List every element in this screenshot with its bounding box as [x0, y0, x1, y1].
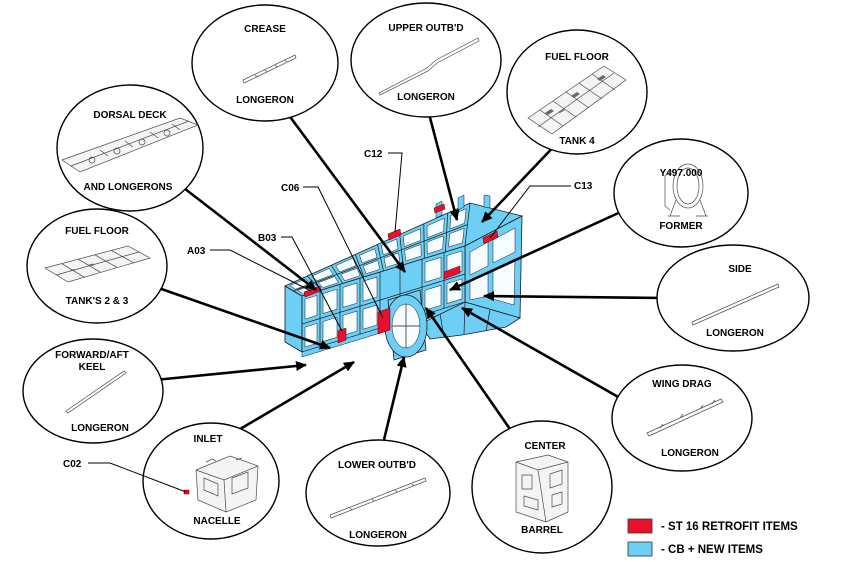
callout-side: SIDE LONGERON — [656, 244, 810, 352]
keel-title-line-2: KEEL — [79, 362, 106, 373]
location-label-c13: C13 — [574, 181, 593, 192]
fuselage-front-openings — [304, 250, 463, 348]
fuselage-raised-frame-3 — [483, 194, 491, 209]
upper-outbd-title: UPPER OUTB'D — [388, 23, 463, 34]
keel-title: FORWARD/AFT — [55, 350, 129, 361]
crease-subtitle: LONGERON — [236, 95, 294, 106]
former-title: Y497.000 — [660, 168, 703, 179]
leader-c06 — [303, 186, 384, 319]
fuselage-left-end — [284, 285, 303, 353]
location-label-a03: A03 — [187, 246, 206, 257]
center-title: CENTER — [524, 441, 566, 452]
lower-outbd-title: LOWER OUTB'D — [338, 460, 416, 471]
retrofit-item-b03 — [337, 327, 347, 344]
arrow-wing-drag — [461, 306, 621, 400]
arrow-inlet — [234, 360, 355, 434]
legend-swatch-new-items — [627, 541, 653, 557]
center-barrel-sketch — [515, 454, 569, 523]
upper-outbd-subtitle: LONGERON — [397, 92, 455, 103]
fuel-floor-tank-4-title: FUEL FLOOR — [545, 52, 609, 63]
leader-a03 — [210, 249, 312, 292]
arrow-former — [449, 208, 626, 292]
upper-outbd-longeron-sketch — [378, 37, 480, 96]
legend-label-retrofit: - ST 16 RETROFIT ITEMS — [661, 521, 798, 533]
center-subtitle: BARREL — [521, 525, 563, 536]
arrow-dorsal-deck — [179, 183, 317, 292]
dorsal-deck-subtitle: AND LONGERONS — [84, 182, 173, 193]
fuel-floor-tanks-2-3-sketch — [44, 245, 151, 283]
callout-fuel-floor-tanks-2-3: FUEL FLOOR TANK'S 2 & 3 — [26, 208, 168, 324]
callout-wing-drag: WING DRAG LONGERON — [611, 364, 753, 472]
inlet-subtitle: NACELLE — [193, 516, 241, 527]
former-subtitle: FORMER — [659, 221, 703, 232]
side-subtitle: LONGERON — [706, 328, 764, 339]
retrofit-item-c12 — [387, 228, 402, 241]
location-label-b03: B03 — [258, 233, 277, 244]
retrofit-item-top — [433, 203, 446, 214]
wing-drag-subtitle: LONGERON — [661, 448, 719, 459]
inlet-nacelle-sketch — [195, 455, 259, 513]
location-callouts: C12 C13 C06 B03 A03 C02 — [63, 149, 593, 493]
side-title: SIDE — [728, 264, 752, 275]
arrow-keel — [154, 361, 307, 382]
callout-inlet: INLET NACELLE — [142, 422, 280, 540]
former-sketch — [664, 163, 708, 217]
dorsal-deck-title: DORSAL DECK — [93, 110, 167, 121]
arrow-center — [424, 307, 514, 433]
legend-label-new-items: - CB + NEW ITEMS — [661, 544, 763, 556]
location-label-c06: C06 — [281, 183, 300, 194]
leader-c02 — [88, 462, 187, 493]
center-barrel — [384, 289, 428, 361]
fuselage-right-end-openings — [469, 227, 516, 306]
location-label-c12: C12 — [364, 149, 383, 160]
retrofit-item-c02 — [183, 489, 190, 495]
arrow-lower-outbd — [380, 356, 407, 449]
arrow-crease — [283, 109, 407, 273]
callout-keel: FORWARD/AFT KEEL LONGERON — [22, 338, 164, 444]
location-label-c02: C02 — [63, 459, 82, 470]
arrow-fuel-floor-tank-4 — [481, 139, 561, 223]
callout-upper-outbd: UPPER OUTB'D LONGERON — [350, 2, 502, 118]
crease-title: CREASE — [244, 24, 286, 35]
fuel-floor-tank-4-subtitle: TANK 4 — [559, 136, 595, 147]
keel-subtitle: LONGERON — [71, 423, 129, 434]
fuel-floor-tanks-2-3-title: FUEL FLOOR — [65, 226, 129, 237]
keel-longeron-sketch — [65, 370, 127, 414]
inlet-title: INLET — [194, 434, 223, 445]
leader-c13 — [489, 185, 571, 239]
callout-dorsal-deck: DORSAL DECK AND LONGERONS — [56, 84, 204, 212]
callout-fuel-floor-tank-4: FUEL FLOOR TANK 4 — [506, 29, 648, 155]
leader-b03 — [281, 236, 343, 332]
retrofit-item-center — [443, 265, 461, 280]
callout-former: Y497.000 FORMER — [613, 138, 749, 248]
crease-longeron-sketch — [242, 54, 297, 84]
arrow-upper-outbd — [426, 109, 460, 221]
callout-lower-outbd: LOWER OUTB'D LONGERON — [305, 439, 451, 547]
arrow-side — [483, 291, 666, 302]
legend-swatch-retrofit — [627, 518, 653, 534]
lower-outbd-subtitle: LONGERON — [349, 530, 407, 541]
legend: - ST 16 RETROFIT ITEMS - CB + NEW ITEMS — [627, 518, 798, 557]
wing-drag-title: WING DRAG — [652, 379, 712, 390]
arrow-fuel-floor-tanks-2-3 — [149, 283, 331, 350]
fuselage-front-frames — [302, 252, 465, 347]
callout-center: CENTER BARREL — [471, 420, 613, 554]
fuselage-front-face — [301, 245, 466, 353]
callout-crease: CREASE LONGERON — [191, 4, 339, 122]
leader-c12 — [388, 152, 403, 233]
lower-outbd-longeron-sketch — [329, 477, 427, 519]
fuel-floor-tanks-2-3-subtitle: TANK'S 2 & 3 — [66, 296, 129, 307]
side-longeron-sketch — [691, 283, 780, 326]
fuselage-raised-frame-2 — [457, 194, 465, 211]
pointer-arrows — [149, 109, 666, 449]
fuselage — [284, 194, 524, 361]
wing-drag-longeron-sketch — [646, 398, 724, 437]
